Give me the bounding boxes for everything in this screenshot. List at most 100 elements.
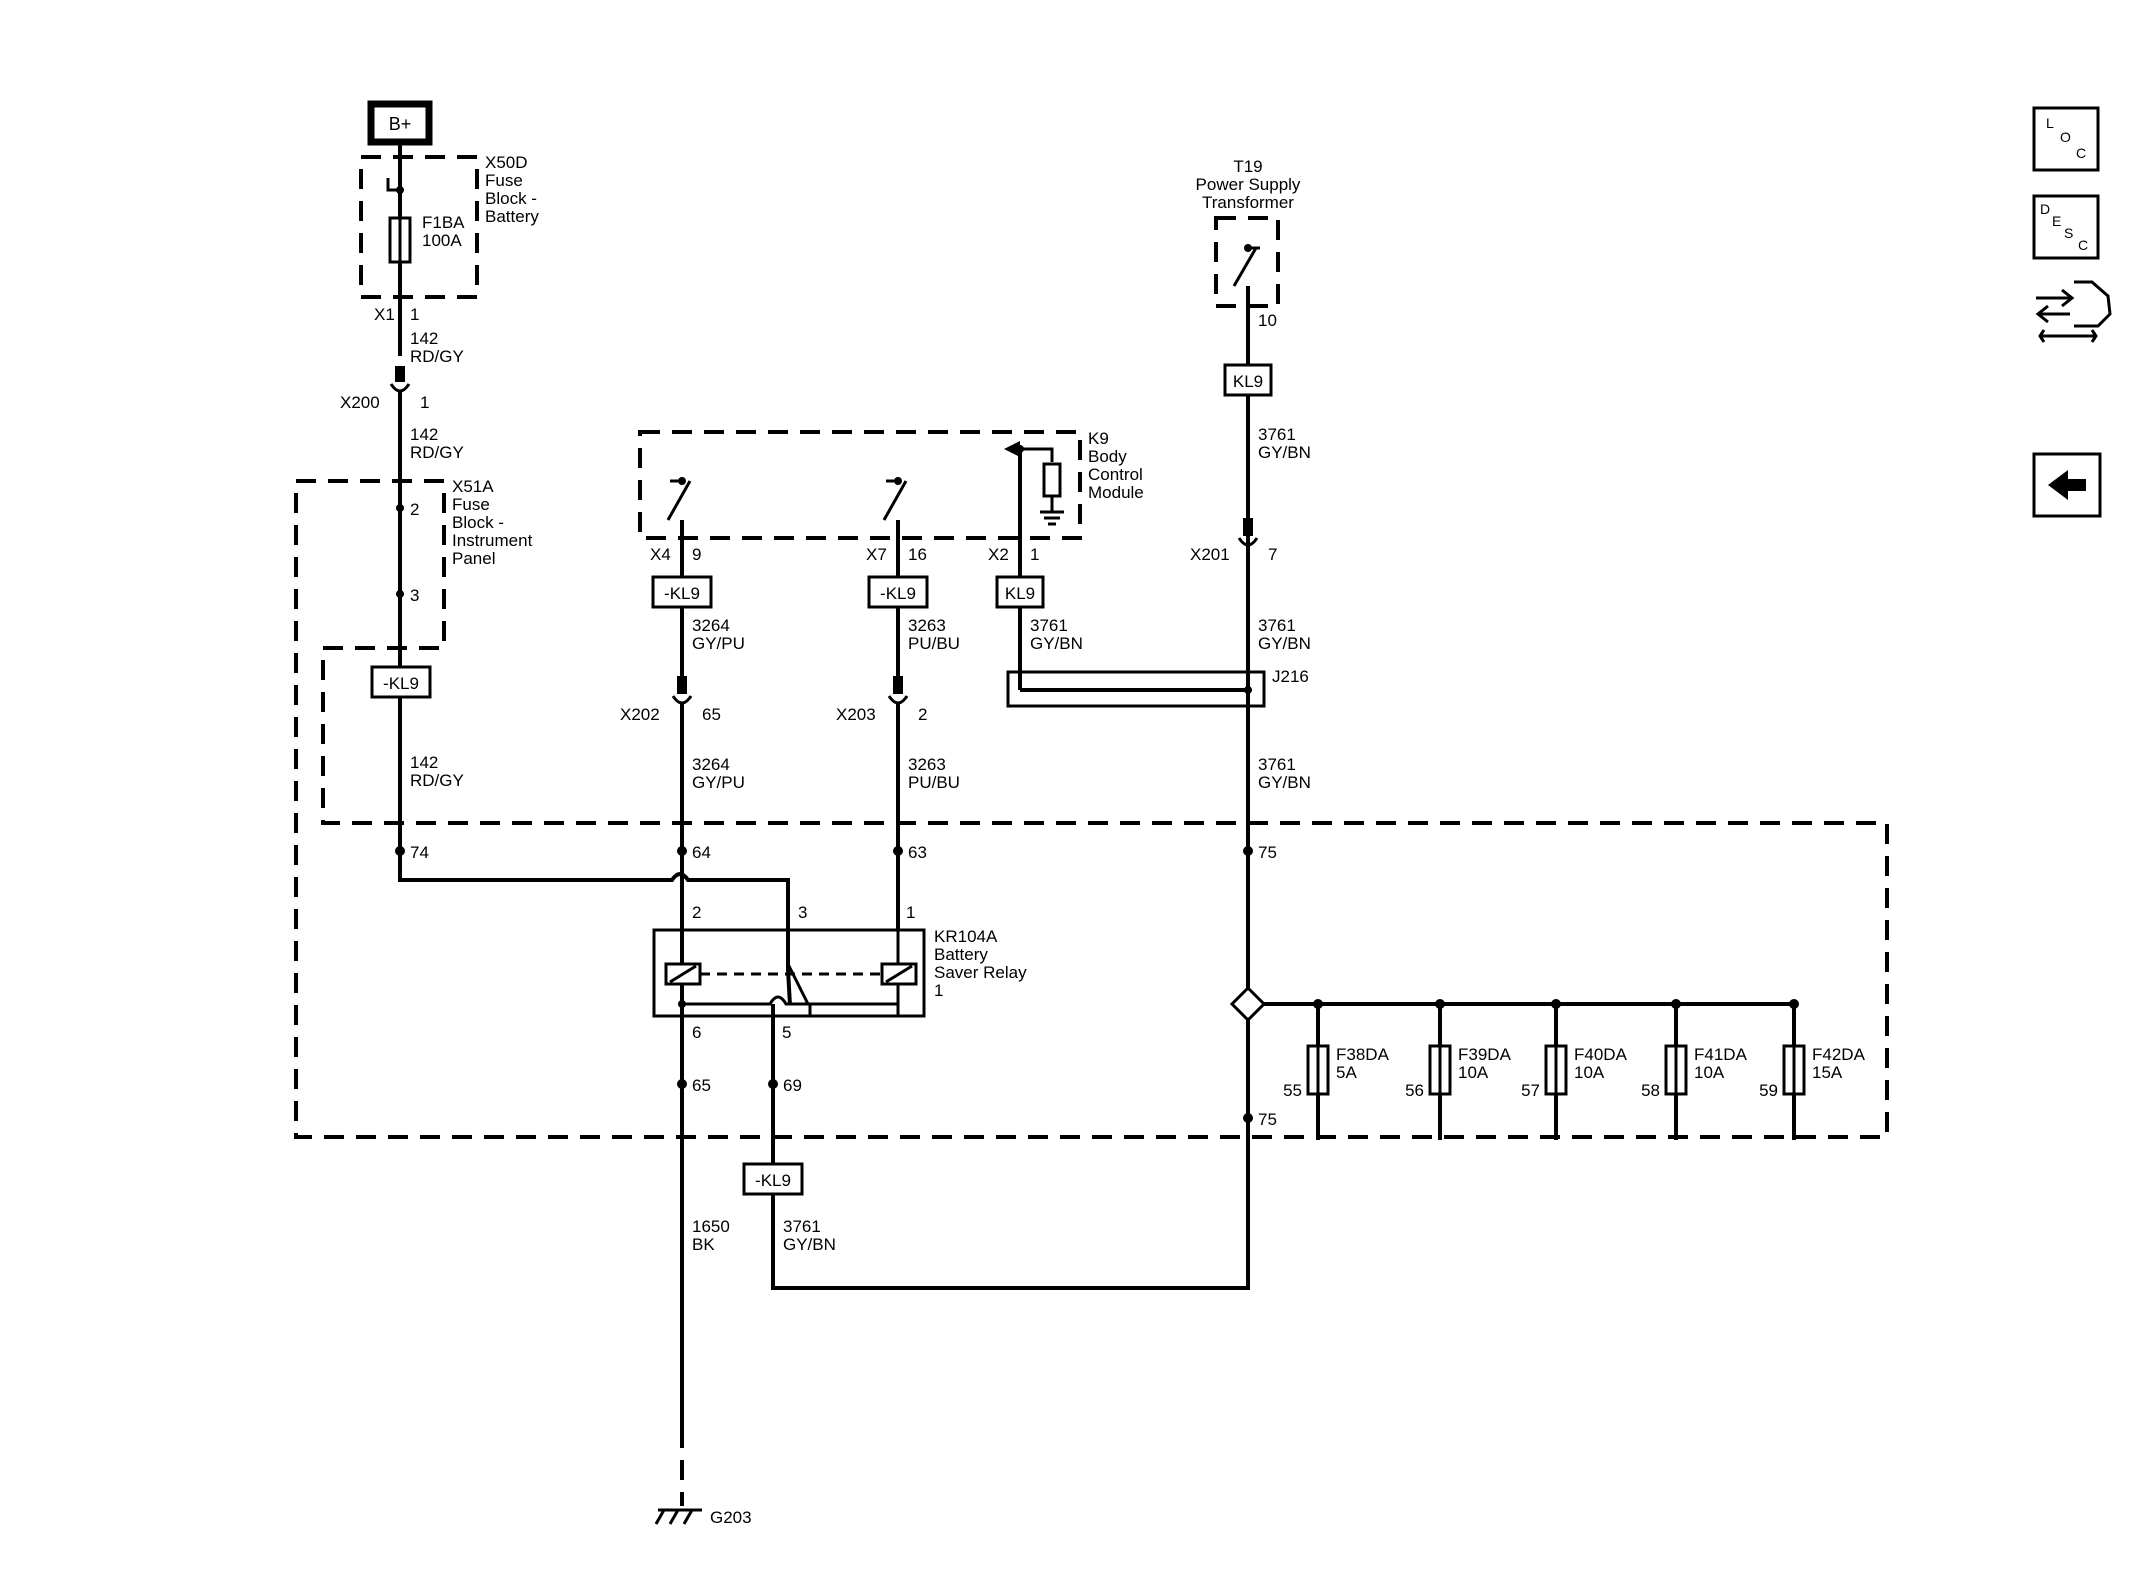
kl9-x7-label: -KL9 bbox=[880, 584, 916, 603]
fuse-rating: 5A bbox=[1336, 1063, 1357, 1082]
wire-142-num-3: 142 bbox=[410, 753, 438, 772]
fuse-pin: 56 bbox=[1405, 1081, 1424, 1100]
wire-1650-color: BK bbox=[692, 1235, 715, 1254]
k9-line1: Body bbox=[1088, 447, 1127, 466]
x50d-pin: 1 bbox=[410, 305, 419, 324]
x51a-line3: Instrument bbox=[452, 531, 533, 550]
x2-id: X2 bbox=[988, 545, 1009, 564]
x51a-line1: Fuse bbox=[452, 495, 490, 514]
wire-3761-color-3: GY/BN bbox=[1258, 773, 1311, 792]
fuse-f1ba-name: F1BA bbox=[422, 213, 465, 232]
battery-terminal: B+ bbox=[367, 100, 433, 146]
kl9-x4: -KL9 bbox=[651, 575, 713, 609]
wire-142-num-2: 142 bbox=[410, 425, 438, 444]
fuse-pin: 55 bbox=[1283, 1081, 1302, 1100]
wire-3761-color-1: GY/BN bbox=[1258, 443, 1311, 462]
x201-pin: 7 bbox=[1268, 545, 1277, 564]
t19-line2: Transformer bbox=[1202, 193, 1294, 212]
x4-id: X4 bbox=[650, 545, 671, 564]
fuse-f1ba-rating: 100A bbox=[422, 231, 462, 250]
x51a-id: X51A bbox=[452, 477, 494, 496]
body-control-module: K9 Body Control Module bbox=[638, 429, 1144, 540]
pin-75-a: 75 bbox=[1258, 843, 1277, 862]
x50d-line1: Fuse bbox=[485, 171, 523, 190]
back-button[interactable] bbox=[2032, 452, 2102, 518]
fuse-rating: 10A bbox=[1458, 1063, 1489, 1082]
fuse-pin: 59 bbox=[1759, 1081, 1778, 1100]
wire-3761-color-2: GY/BN bbox=[1258, 634, 1311, 653]
splice-j216: J216 bbox=[1006, 667, 1309, 708]
battery-label: B+ bbox=[389, 114, 412, 134]
x2-pin: 1 bbox=[1030, 545, 1039, 564]
connector-x200: X200 1 bbox=[340, 366, 429, 412]
kl9-x2-label: KL9 bbox=[1005, 584, 1035, 603]
relay-line1: Battery bbox=[934, 945, 988, 964]
kl9-left: -KL9 bbox=[370, 665, 432, 699]
relay-pin3: 3 bbox=[798, 903, 807, 922]
wire-3761-num-4: 3761 bbox=[783, 1217, 821, 1236]
loc-letter-1: L bbox=[2046, 115, 2054, 131]
connector-x202: X202 65 bbox=[620, 676, 721, 724]
relay-id: KR104A bbox=[934, 927, 998, 946]
pin-63: 63 bbox=[908, 843, 927, 862]
power-supply-transformer: T19 Power Supply Transformer 10 bbox=[1196, 157, 1301, 330]
x51a-line4: Panel bbox=[452, 549, 495, 568]
fuse-name: F40DA bbox=[1574, 1045, 1628, 1064]
pin-69: 69 bbox=[783, 1076, 802, 1095]
x202-id: X202 bbox=[620, 705, 660, 724]
fuse-name: F38DA bbox=[1336, 1045, 1390, 1064]
fuse-pin: 57 bbox=[1521, 1081, 1540, 1100]
relay-pin5: 5 bbox=[782, 1023, 791, 1042]
location-button[interactable]: L O C bbox=[2032, 106, 2100, 172]
wire-1650-num: 1650 bbox=[692, 1217, 730, 1236]
t19-pin: 10 bbox=[1258, 311, 1277, 330]
description-button[interactable]: D E S C bbox=[2032, 194, 2100, 260]
fuse-name: F41DA bbox=[1694, 1045, 1748, 1064]
wire-3761-bcm-color: GY/BN bbox=[1030, 634, 1083, 653]
wire-3264-num-1: 3264 bbox=[692, 616, 730, 635]
x203-id: X203 bbox=[836, 705, 876, 724]
fuse-block-instrument-panel: X51A Fuse Block - Instrument Panel 2 3 bbox=[294, 477, 1889, 1139]
j216-label: J216 bbox=[1272, 667, 1309, 686]
kl9-x4-label: -KL9 bbox=[664, 584, 700, 603]
k9-line2: Control bbox=[1088, 465, 1143, 484]
wire-3761-num-3: 3761 bbox=[1258, 755, 1296, 774]
ground-label: G203 bbox=[710, 1508, 752, 1527]
kl9-x2: KL9 bbox=[995, 575, 1045, 609]
kl9-bottom-label: -KL9 bbox=[755, 1171, 791, 1190]
pin-65: 65 bbox=[692, 1076, 711, 1095]
fuse-rating: 10A bbox=[1574, 1063, 1605, 1082]
wire-142-color-3: RD/GY bbox=[410, 771, 464, 790]
kl9-x7: -KL9 bbox=[867, 575, 929, 609]
loc-letter-2: O bbox=[2060, 129, 2071, 145]
x50d-line2: Block - bbox=[485, 189, 537, 208]
pin-75-b: 75 bbox=[1258, 1110, 1277, 1129]
relay-line3: 1 bbox=[934, 981, 943, 1000]
desc-letter-2: E bbox=[2052, 213, 2061, 229]
connector-wrench-icon[interactable] bbox=[2035, 280, 2112, 343]
wire-3263-num-1: 3263 bbox=[908, 616, 946, 635]
x50d-conn: X1 bbox=[374, 305, 395, 324]
x50d-id: X50D bbox=[485, 153, 528, 172]
fuse-block-battery: X50D Fuse Block - Battery F1BA 100A X1 1 bbox=[359, 142, 539, 356]
loc-letter-3: C bbox=[2076, 145, 2086, 161]
x200-id: X200 bbox=[340, 393, 380, 412]
desc-letter-1: D bbox=[2040, 201, 2050, 217]
x201-id: X201 bbox=[1190, 545, 1230, 564]
wire-3264-color-2: GY/PU bbox=[692, 773, 745, 792]
wire-3264-num-2: 3264 bbox=[692, 755, 730, 774]
wire-3263-num-2: 3263 bbox=[908, 755, 946, 774]
wire-3264-color-1: GY/PU bbox=[692, 634, 745, 653]
k9-id: K9 bbox=[1088, 429, 1109, 448]
relay-pin2: 2 bbox=[692, 903, 701, 922]
battery-saver-relay: 2 3 1 KR104A Battery Saver Relay 1 6 5 bbox=[652, 903, 1027, 1042]
fuse-pin: 58 bbox=[1641, 1081, 1660, 1100]
desc-letter-4: C bbox=[2078, 237, 2088, 253]
wire-142-color-1: RD/GY bbox=[410, 347, 464, 366]
